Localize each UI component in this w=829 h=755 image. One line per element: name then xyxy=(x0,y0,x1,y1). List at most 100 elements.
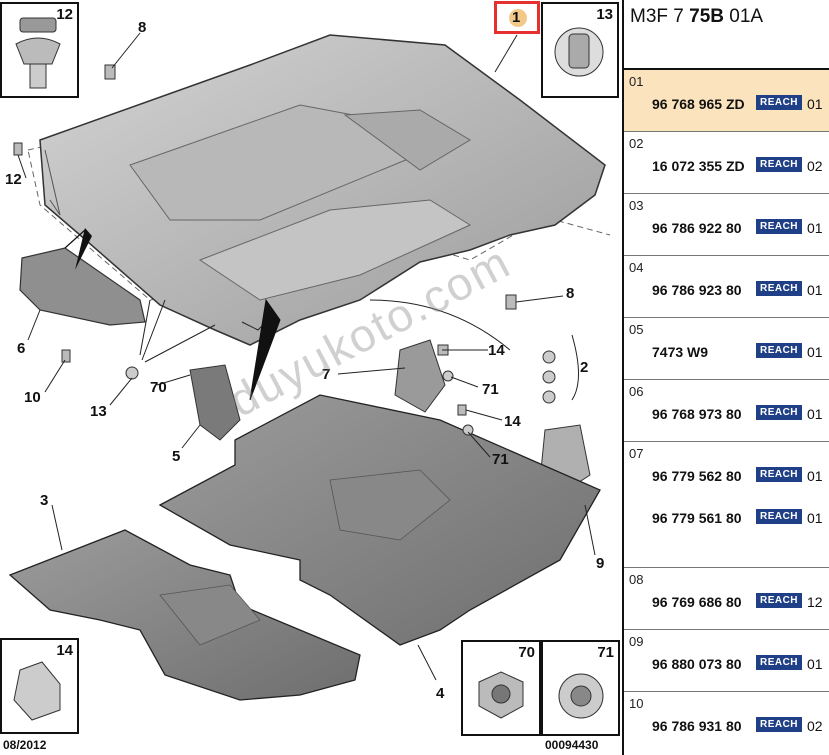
reach-badge: REACH xyxy=(756,509,802,524)
fasteners xyxy=(13,64,556,436)
callout-3[interactable]: 3 xyxy=(40,492,49,509)
callout-6[interactable]: 6 xyxy=(17,340,26,357)
callout-14-upper[interactable]: 14 xyxy=(488,342,505,359)
clip-13-icon xyxy=(554,27,604,77)
part-number: 96 786 923 80 xyxy=(652,282,742,298)
row-index: 09 xyxy=(629,634,644,649)
part-line: 7473 W9 REACH 01 xyxy=(652,343,827,361)
reach-badge: REACH xyxy=(756,405,802,420)
reach-badge: REACH xyxy=(756,467,802,482)
parts-row-03[interactable]: 03 96 786 922 80 REACH 01 xyxy=(624,194,829,256)
leader-lines xyxy=(17,32,596,681)
parts-row-07[interactable]: 07 96 779 562 80 REACH 01 96 779 561 80 … xyxy=(624,442,829,568)
inset-nut-71[interactable]: 71 xyxy=(541,640,620,736)
inset-label-13: 13 xyxy=(596,6,613,23)
callout-12[interactable]: 12 xyxy=(5,171,22,188)
callout-7[interactable]: 7 xyxy=(322,366,331,383)
part-quantity: 01 xyxy=(807,344,823,360)
part-quantity: 01 xyxy=(807,656,823,672)
part-number: 7473 W9 xyxy=(652,344,709,360)
inset-fastener-14[interactable]: 14 xyxy=(0,638,79,734)
callout-8-top[interactable]: 8 xyxy=(138,19,147,36)
part-line: 96 786 931 80 REACH 02 xyxy=(652,717,827,735)
callout-13[interactable]: 13 xyxy=(90,403,107,420)
reach-badge: REACH xyxy=(756,95,802,110)
part-number: 96 779 561 80 xyxy=(652,510,742,526)
inset-nut-70[interactable]: 70 xyxy=(461,640,541,736)
parts-row-04[interactable]: 04 96 786 923 80 REACH 01 xyxy=(624,256,829,318)
row-index: 01 xyxy=(629,74,644,89)
parts-row-01[interactable]: 01 96 768 965 ZD REACH 01 xyxy=(624,70,829,132)
reference-prefix: M3F 7 xyxy=(630,6,690,27)
callout-14-lower[interactable]: 14 xyxy=(504,413,521,430)
part-line: 96 768 965 ZD REACH 01 xyxy=(652,95,827,113)
side-trim-panel xyxy=(19,228,146,326)
row-index: 07 xyxy=(629,446,644,461)
selected-part-highlight[interactable]: 1 xyxy=(494,1,540,34)
parts-row-10[interactable]: 10 96 786 931 80 REACH 02 xyxy=(624,692,829,755)
front-floor-mat xyxy=(8,529,361,701)
callout-71-lower[interactable]: 71 xyxy=(492,451,509,468)
part-number: 96 779 562 80 xyxy=(652,468,742,484)
callout-8-right[interactable]: 8 xyxy=(566,285,575,302)
reference-suffix: 01A xyxy=(723,6,764,27)
rear-floor-mat xyxy=(158,394,601,646)
heel-plate-bracket xyxy=(394,339,446,413)
foot-rest-bracket xyxy=(189,364,241,441)
parts-row-06[interactable]: 06 96 768 973 80 REACH 01 xyxy=(624,380,829,442)
parts-row-02[interactable]: 02 16 072 355 ZD REACH 02 xyxy=(624,132,829,194)
part-quantity: 01 xyxy=(807,510,823,526)
part-quantity: 01 xyxy=(807,406,823,422)
main-floor-carpet xyxy=(39,34,606,346)
part-quantity: 01 xyxy=(807,282,823,298)
inset-label-71: 71 xyxy=(597,644,614,661)
part-number: 96 786 922 80 xyxy=(652,220,742,236)
part-line: 16 072 355 ZD REACH 02 xyxy=(652,157,827,175)
callout-70[interactable]: 70 xyxy=(150,379,167,396)
part-quantity: 01 xyxy=(807,468,823,484)
callout-9[interactable]: 9 xyxy=(596,555,605,572)
selected-part-marker xyxy=(509,9,527,27)
part-number: 96 880 073 80 xyxy=(652,656,742,672)
clip-12-icon xyxy=(15,17,61,89)
part-line: 96 880 073 80 REACH 01 xyxy=(652,655,827,673)
inset-fastener-13[interactable]: 13 xyxy=(541,2,619,98)
part-line: 96 769 686 80 REACH 12 xyxy=(652,593,827,611)
parts-row-09[interactable]: 09 96 880 073 80 REACH 01 xyxy=(624,630,829,692)
callout-2[interactable]: 2 xyxy=(580,359,589,376)
part-number: 96 786 931 80 xyxy=(652,718,742,734)
callout-10[interactable]: 10 xyxy=(24,389,41,406)
parts-row-05[interactable]: 05 7473 W9 REACH 01 xyxy=(624,318,829,380)
reach-badge: REACH xyxy=(756,717,802,732)
reference-bold: 75B xyxy=(689,6,724,27)
part-quantity: 01 xyxy=(807,220,823,236)
row-index: 05 xyxy=(629,322,644,337)
callout-4[interactable]: 4 xyxy=(436,685,445,702)
row-index: 03 xyxy=(629,198,644,213)
part-line: 96 779 562 80 REACH 01 xyxy=(652,467,827,485)
row-index: 04 xyxy=(629,260,644,275)
diagram-date: 08/2012 xyxy=(3,738,47,752)
part-number: 96 768 973 80 xyxy=(652,406,742,422)
part-quantity: 12 xyxy=(807,594,823,610)
reach-badge: REACH xyxy=(756,219,802,234)
part-line: 96 786 923 80 REACH 01 xyxy=(652,281,827,299)
parts-row-08[interactable]: 08 96 769 686 80 REACH 12 xyxy=(624,568,829,630)
clip-14-icon xyxy=(13,661,61,721)
inset-label-70: 70 xyxy=(518,644,535,661)
parts-list-panel: M3F 7 75B 01A 01 96 768 965 ZD REACH 01 … xyxy=(622,0,829,755)
reference-header: M3F 7 75B 01A xyxy=(624,0,829,70)
callout-71-upper[interactable]: 71 xyxy=(482,381,499,398)
row-index: 10 xyxy=(629,696,644,711)
callout-1: 1 xyxy=(512,9,521,26)
callout-5[interactable]: 5 xyxy=(172,448,181,465)
nut-71-icon xyxy=(558,673,604,719)
reach-badge: REACH xyxy=(756,593,802,608)
inset-fastener-12[interactable]: 12 xyxy=(0,2,79,98)
part-line: 96 786 922 80 REACH 01 xyxy=(652,219,827,237)
inset-label-12: 12 xyxy=(56,6,73,23)
inset-label-14: 14 xyxy=(56,642,73,659)
part-quantity: 02 xyxy=(807,718,823,734)
row-index: 08 xyxy=(629,572,644,587)
diagram-drawing xyxy=(8,32,611,701)
